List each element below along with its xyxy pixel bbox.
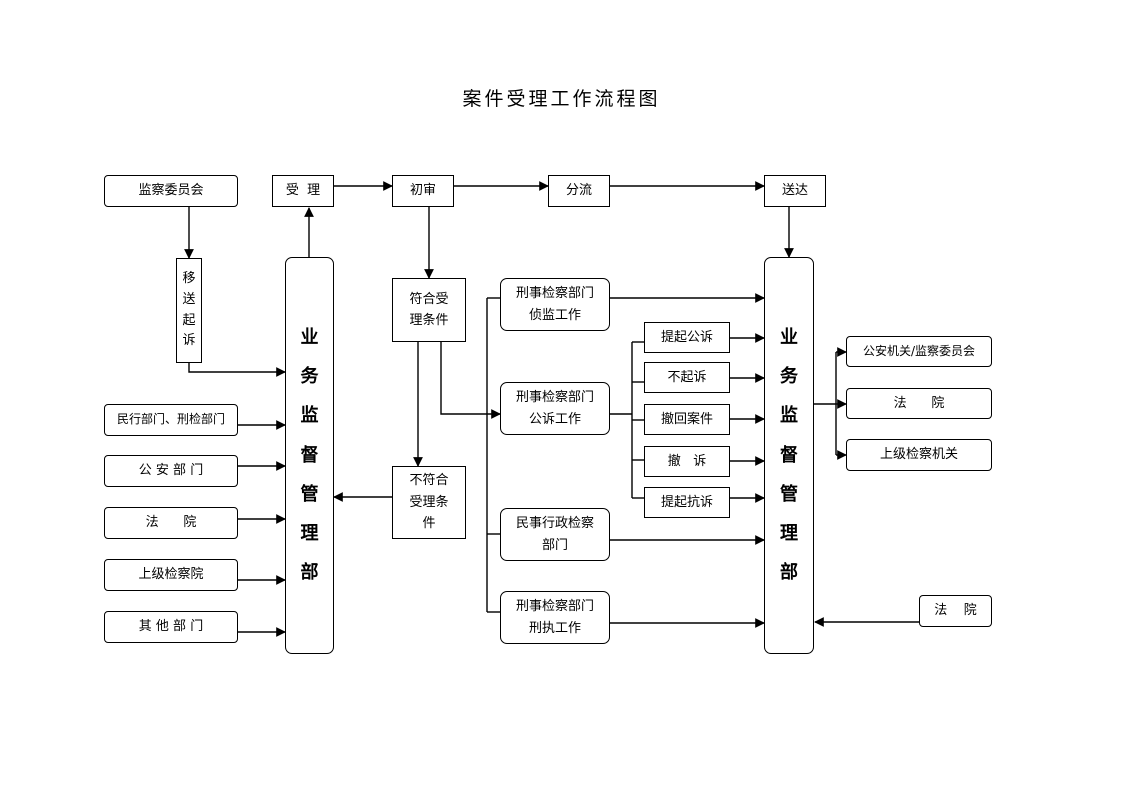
node-bufuhe: 不符合 受理条 件 [392,466,466,539]
node-yisong-char: 诉 [182,333,196,349]
node-yewu-left-char: 业 [300,327,319,349]
node-yewu-left-char: 理 [300,522,319,544]
node-yewu-left-char: 监 [300,405,319,427]
page-title: 案件受理工作流程图 [462,88,661,110]
node-songda: 送达 [764,175,826,207]
node-chehui: 撤回案件 [644,404,730,435]
node-fayuan-bottom-label: 法 院 [934,603,977,619]
node-xingshi-gongsu: 刑事检察部门 公诉工作 [500,382,610,435]
node-yewu-left-char: 督 [300,444,319,466]
node-shangji-right: 上级检察机关 [846,439,992,471]
node-yewu-right: 业 务 监 督 管 理 部 [764,257,814,654]
node-gongan-jianwei: 公安机关/监察委员会 [846,336,992,367]
node-xingshi-xingzhi: 刑事检察部门 刑执工作 [500,591,610,644]
node-chesu: 撤 诉 [644,446,730,477]
node-fayuan-right-label: 法 院 [893,395,945,411]
node-shouli: 受 理 [272,175,334,207]
node-fayuan-bottom: 法 院 [919,595,992,627]
node-tiqi-kangsu: 提起抗诉 [644,487,730,518]
node-gongan-label: 公 安 部 门 [138,463,204,479]
node-yewu-right-char: 管 [780,483,798,505]
node-qita: 其 他 部 门 [104,611,238,643]
node-yewu-right-char: 督 [780,444,798,466]
node-fayuan-left: 法 院 [104,507,238,539]
node-shangji-left: 上级检察院 [104,559,238,591]
node-fuhe: 符合受 理条件 [392,278,466,342]
node-yewu-right-char: 务 [780,366,798,388]
node-jianchawei: 监察委员会 [104,175,238,207]
node-yisong-qisu: 移 送 起 诉 [176,258,202,363]
node-xingshi-zhencha: 刑事检察部门 侦监工作 [500,278,610,331]
node-yewu-right-char: 理 [780,522,798,544]
node-yewu-left-char: 管 [300,483,319,505]
node-chushen: 初审 [392,175,454,207]
node-tiqi-gongsu: 提起公诉 [644,322,730,353]
node-yewu-right-char: 业 [780,327,798,349]
node-fayuan-left-label: 法 院 [145,515,197,531]
node-qita-label: 其 他 部 门 [138,619,204,635]
node-yewu-left-char: 部 [300,561,319,583]
node-minxing: 民行部门、刑检部门 [104,404,238,436]
arrow-yisong-yewu [188,363,286,377]
node-yisong-char: 送 [182,291,196,307]
node-yewu-left-char: 务 [300,366,319,388]
node-fenliu: 分流 [548,175,610,207]
node-yisong-char: 移 [182,270,196,286]
node-chesu-label: 撤 诉 [667,453,707,469]
node-minshi: 民事行政检察 部门 [500,508,610,561]
node-yewu-left: 业 务 监 督 管 理 部 [285,257,334,654]
node-gongan: 公 安 部 门 [104,455,238,487]
node-fayuan-right: 法 院 [846,388,992,419]
node-yisong-char: 起 [182,312,196,328]
node-yewu-right-char: 监 [780,405,798,427]
node-yewu-right-char: 部 [780,561,798,583]
arrow-fuhe-gongsu [440,342,501,419]
node-shouli-label: 受 理 [285,183,321,199]
node-buqisu: 不起诉 [644,362,730,393]
